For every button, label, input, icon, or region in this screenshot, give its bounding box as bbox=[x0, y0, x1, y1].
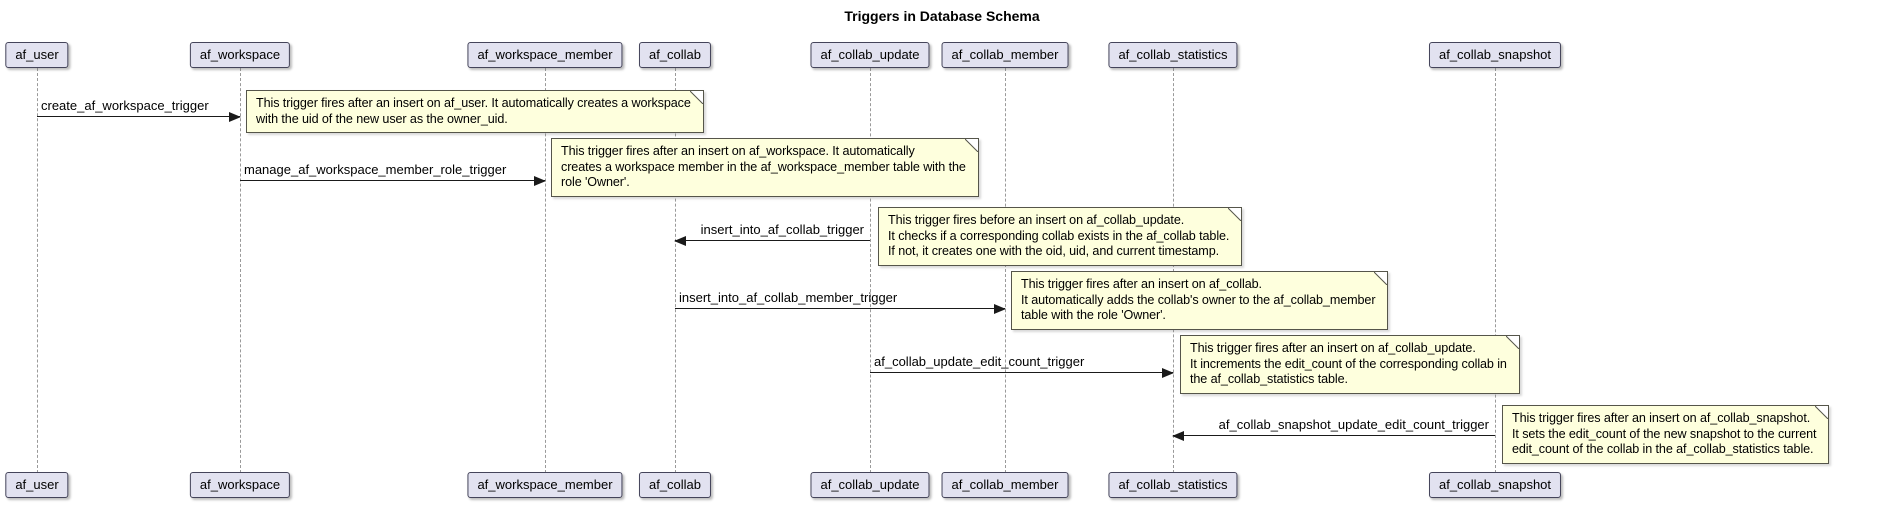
trigger-note: This trigger fires after an insert on af… bbox=[1180, 335, 1520, 394]
lifeline-af_collab_update bbox=[870, 68, 871, 473]
note-text-line: This trigger fires after an insert on af… bbox=[256, 96, 691, 110]
note-text-line: It sets the edit_count of the new snapsh… bbox=[1512, 426, 1817, 441]
message-arrow bbox=[37, 111, 241, 122]
message-label: af_collab_update_edit_count_trigger bbox=[874, 354, 1085, 369]
note-fold-icon bbox=[1228, 208, 1242, 221]
note-text-line: This trigger fires after an insert on af… bbox=[561, 144, 915, 158]
participant-box-af_collab_statistics-bottom: af_collab_statistics bbox=[1108, 472, 1238, 498]
note-text-line: the af_collab_statistics table. bbox=[1190, 372, 1348, 386]
note-fold-icon bbox=[689, 91, 703, 104]
message-label: af_collab_snapshot_update_edit_count_tri… bbox=[1218, 417, 1489, 432]
trigger-note: This trigger fires after an insert on af… bbox=[551, 138, 979, 197]
diagram-title: Triggers in Database Schema bbox=[844, 8, 1040, 24]
arrowhead-icon bbox=[1162, 367, 1174, 378]
participant-box-af_workspace-top: af_workspace bbox=[189, 42, 291, 68]
lifeline-af_user bbox=[37, 68, 38, 473]
lifeline-af_collab bbox=[675, 68, 676, 473]
trigger-note: This trigger fires before an insert on a… bbox=[878, 207, 1243, 266]
note-text-line: role 'Owner'. bbox=[561, 175, 630, 189]
lifeline-af_collab_statistics bbox=[1173, 68, 1174, 473]
participant-box-af_collab-top: af_collab bbox=[638, 42, 712, 68]
participant-box-af_collab_member-top: af_collab_member bbox=[941, 42, 1069, 68]
message-label: insert_into_af_collab_member_trigger bbox=[679, 290, 898, 305]
message-label: create_af_workspace_trigger bbox=[41, 98, 209, 113]
note-fold-icon bbox=[1374, 272, 1388, 285]
note-text-line: It increments the edit_count of the corr… bbox=[1190, 356, 1507, 371]
note-text-line: This trigger fires after an insert on af… bbox=[1021, 277, 1262, 291]
note-fold-icon bbox=[964, 139, 978, 152]
lifeline-af_workspace_member bbox=[545, 68, 546, 473]
note-fold-icon bbox=[1815, 406, 1829, 419]
note-text-line: If not, it creates one with the oid, uid… bbox=[888, 244, 1220, 258]
participant-box-af_collab-bottom: af_collab bbox=[638, 472, 712, 498]
lifeline-af_collab_member bbox=[1005, 68, 1006, 473]
participant-box-af_workspace_member-bottom: af_workspace_member bbox=[467, 472, 623, 498]
note-text-line: edit_count of the collab in the af_colla… bbox=[1512, 442, 1814, 456]
participant-box-af_user-bottom: af_user bbox=[5, 472, 69, 498]
message-arrow bbox=[674, 235, 870, 246]
message-label: manage_af_workspace_member_role_trigger bbox=[244, 162, 507, 177]
participant-box-af_collab_statistics-top: af_collab_statistics bbox=[1108, 42, 1238, 68]
participant-box-af_workspace-bottom: af_workspace bbox=[189, 472, 291, 498]
note-text-line: This trigger fires after an insert on af… bbox=[1190, 341, 1476, 355]
participant-box-af_collab_snapshot-top: af_collab_snapshot bbox=[1428, 42, 1562, 68]
arrowhead-icon bbox=[534, 175, 546, 186]
participant-box-af_collab_update-top: af_collab_update bbox=[810, 42, 930, 68]
trigger-note: This trigger fires after an insert on af… bbox=[246, 90, 704, 133]
message-label: insert_into_af_collab_trigger bbox=[700, 222, 864, 237]
lifeline-af_workspace bbox=[240, 68, 241, 473]
note-text-line: This trigger fires after an insert on af… bbox=[1512, 411, 1811, 425]
participant-box-af_collab_snapshot-bottom: af_collab_snapshot bbox=[1428, 472, 1562, 498]
note-text-line: This trigger fires before an insert on a… bbox=[888, 213, 1185, 227]
message-arrow bbox=[870, 367, 1174, 378]
note-text-line: It automatically adds the collab's owner… bbox=[1021, 292, 1376, 307]
note-text-line: table with the role 'Owner'. bbox=[1021, 308, 1166, 322]
arrowhead-icon bbox=[994, 303, 1006, 314]
message-arrow bbox=[1172, 430, 1495, 441]
message-arrow bbox=[240, 175, 546, 186]
note-text-line: It checks if a corresponding collab exis… bbox=[888, 228, 1230, 243]
participant-box-af_user-top: af_user bbox=[5, 42, 69, 68]
note-text-line: with the uid of the new user as the owne… bbox=[256, 111, 508, 126]
trigger-note: This trigger fires after an insert on af… bbox=[1502, 405, 1830, 464]
participant-box-af_workspace_member-top: af_workspace_member bbox=[467, 42, 623, 68]
note-text-line: creates a workspace member in the af_wor… bbox=[561, 159, 966, 174]
arrowhead-icon bbox=[674, 235, 686, 246]
message-arrow bbox=[675, 303, 1006, 314]
lifeline-af_collab_snapshot bbox=[1495, 68, 1496, 473]
participant-box-af_collab_member-bottom: af_collab_member bbox=[941, 472, 1069, 498]
arrowhead-icon bbox=[229, 111, 241, 122]
participant-box-af_collab_update-bottom: af_collab_update bbox=[810, 472, 930, 498]
note-fold-icon bbox=[1505, 336, 1519, 349]
arrowhead-icon bbox=[1172, 430, 1184, 441]
trigger-note: This trigger fires after an insert on af… bbox=[1011, 271, 1389, 330]
